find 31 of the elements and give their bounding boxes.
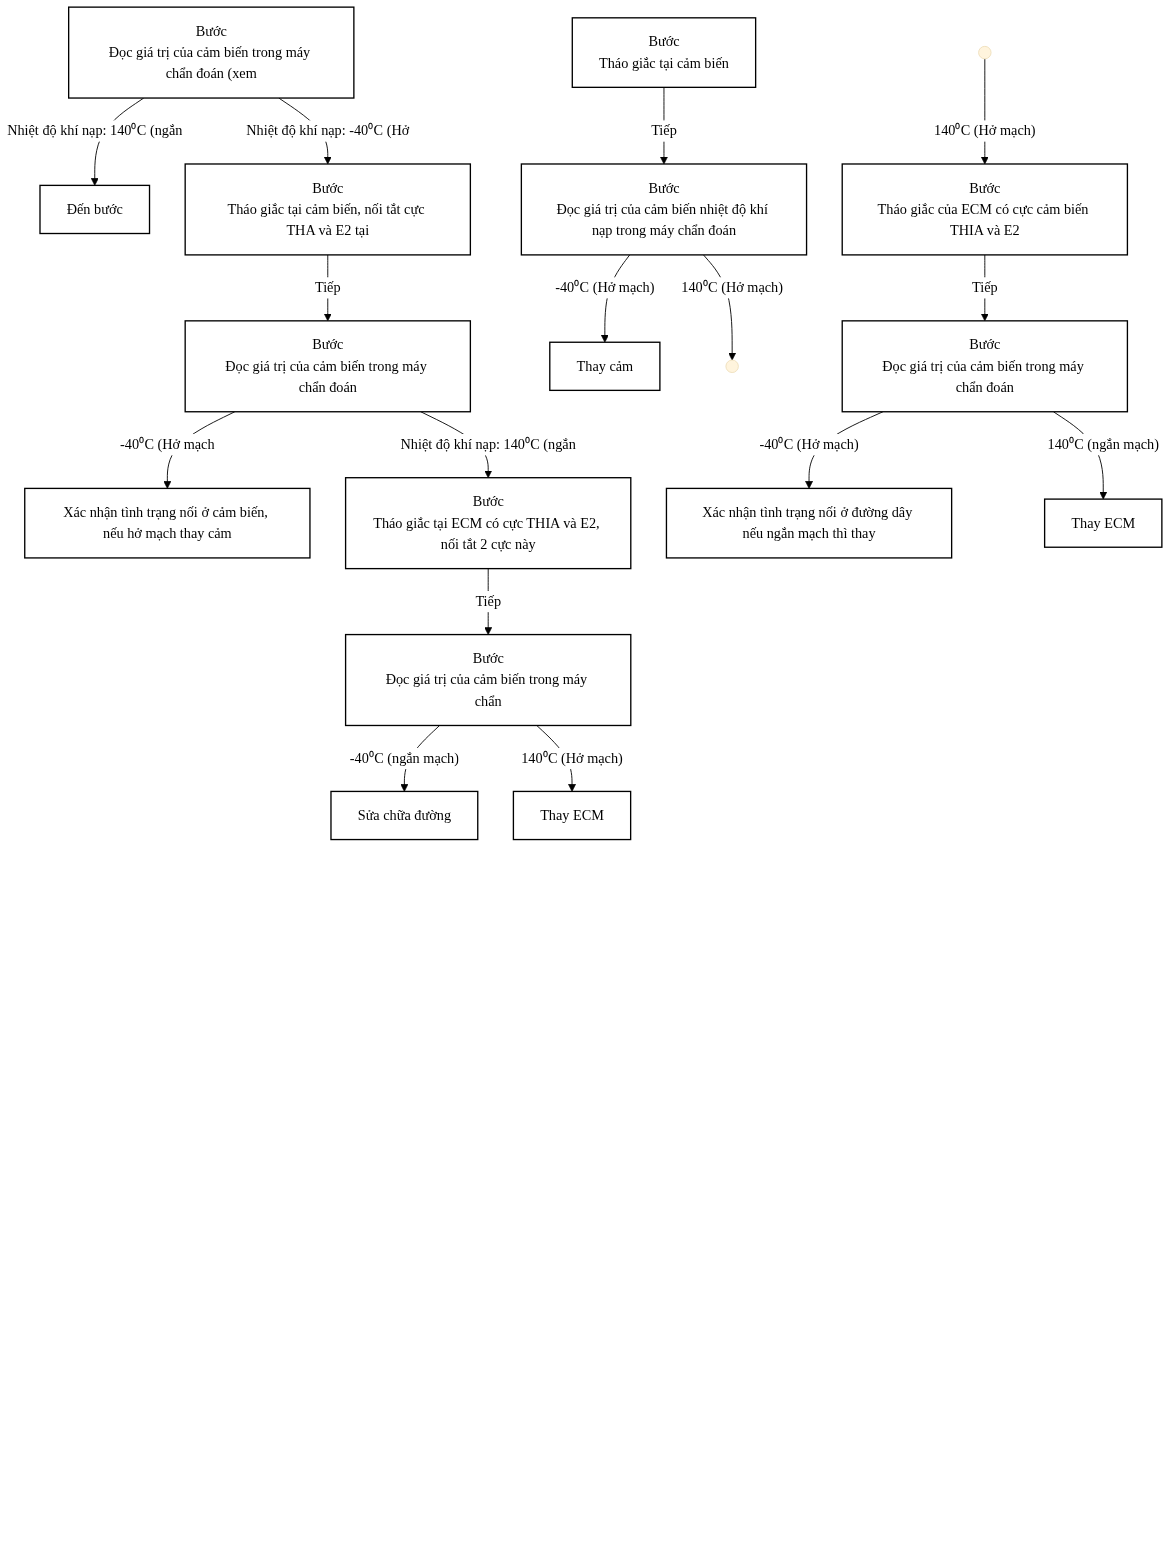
node-box: Bước Tháo giắc của ECM có cực cảm biến THIA và E2: [841, 163, 1129, 256]
node-box: Bước Tháo giắc tại cảm biến: [571, 17, 757, 88]
edge-label: Tiếp: [475, 593, 502, 609]
node-box: Thay cảm: [549, 341, 661, 392]
edge-label: Tiếp: [972, 279, 998, 295]
node-box: Xác nhận tình trạng nối ở cảm biến, nếu hở mạch thay cảm: [24, 487, 311, 559]
edge-label: Tiếp: [651, 122, 677, 139]
edge-label: 140⁰C (ngắn mạch): [1047, 436, 1159, 452]
node-box: Xác nhận tình trạng nối ở đường dây nếu ngắn mạch thì thay: [665, 487, 953, 559]
node-box: Đến bước: [39, 184, 151, 235]
node-box: Bước Đọc giá trị của cảm biến trong máy chẩn đoán: [184, 320, 472, 413]
edge-label: -40⁰C (Hở mạch): [555, 279, 655, 295]
node-box: Bước Đọc giá trị của cảm biến nhiệt độ khí nạp trong máy chẩn đoán: [520, 163, 808, 256]
edge-label: -40⁰C (Hở mạch): [759, 436, 859, 452]
node-box: Bước Đọc giá trị của cảm biến trong máy chẩn: [344, 633, 632, 727]
node-box: Bước Đọc giá trị của cảm biến trong máy chẩn đoán: [841, 320, 1129, 413]
node-box: Bước Tháo giắc tại cảm biến, nối tắt cực THA và E2 tại: [184, 163, 472, 256]
edge-label: Nhiệt độ khí nạp: 140⁰C (ngắn: [7, 122, 183, 139]
node-box: Bước Tháo giắc tại ECM có cực THIA và E2, nối tắt 2 cực này: [344, 477, 632, 570]
edge-label: Nhiệt độ khí nạp: 140⁰C (ngắn: [400, 436, 576, 452]
edge-label: Tiếp: [314, 279, 341, 295]
node-box: Thay ECM: [1043, 498, 1163, 548]
node-box: Bước Đọc giá trị của cảm biến trong máy chẩn đoán (xem: [68, 6, 355, 99]
node-box: Thay ECM: [512, 790, 632, 841]
edge-label: 140⁰C (Hở mạch): [681, 279, 783, 295]
edge-label: -40⁰C (Hở mạch: [120, 436, 215, 452]
edge-label: 140⁰C (Hở mạch): [521, 750, 623, 766]
edge-label: -40⁰C (ngắn mạch): [349, 750, 459, 766]
edge-label: Nhiệt độ khí nạp: -40⁰C (Hở: [246, 122, 410, 139]
node-box: Sửa chữa đường: [330, 790, 479, 841]
edge-label: 140⁰C (Hở mạch): [934, 122, 1036, 139]
